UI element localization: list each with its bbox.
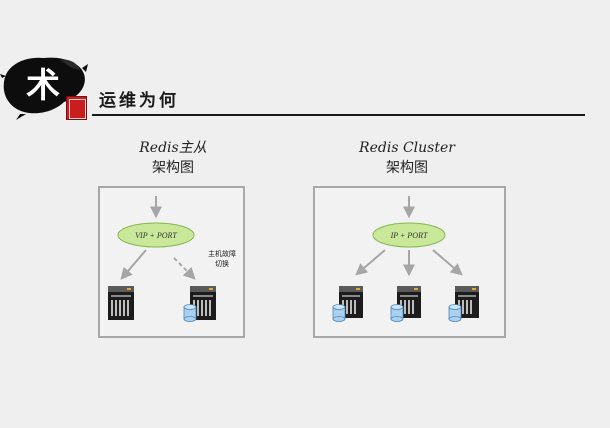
left-caption: Redis主从 架构图 xyxy=(98,138,248,178)
cluster-node3-database-icon xyxy=(448,304,462,322)
failover-note-line2: 切换 xyxy=(215,259,229,268)
failover-note-line1: 主机故障 xyxy=(208,249,236,258)
left-caption-subtitle: 架构图 xyxy=(152,160,194,176)
cluster-diagram: IP + PORT xyxy=(313,186,506,338)
failover-arrow xyxy=(173,257,196,280)
right-caption: Redis Cluster 架构图 xyxy=(332,138,482,178)
node3-arrow xyxy=(432,249,463,276)
master-arrow xyxy=(120,249,147,280)
logo-character: 术 xyxy=(26,66,60,106)
ip-port-ellipse xyxy=(372,222,446,248)
cluster-node1-database-icon xyxy=(332,304,346,322)
right-caption-title: Redis Cluster xyxy=(359,140,455,156)
vip-port-ellipse xyxy=(117,222,195,248)
cluster-node2-database-icon xyxy=(390,304,404,322)
cluster-svg: IP + PORT xyxy=(332,196,479,322)
ink-brush-logo xyxy=(0,57,88,120)
vip-port-label: VIP + PORT xyxy=(135,231,177,240)
master-slave-svg: VIP + PORT 主机故障 切换 xyxy=(108,196,236,322)
page-title: 运维为何 xyxy=(99,91,179,111)
master-server-icon xyxy=(108,286,134,320)
seal-stamp xyxy=(66,96,87,120)
ip-port-label: IP + PORT xyxy=(390,231,428,240)
node1-arrow xyxy=(355,249,386,276)
title-underline xyxy=(92,114,585,116)
master-slave-diagram: VIP + PORT 主机故障 切换 xyxy=(98,186,245,338)
left-caption-title: Redis主从 xyxy=(139,140,207,156)
right-caption-subtitle: 架构图 xyxy=(386,160,428,176)
slave-database-icon xyxy=(183,304,197,322)
